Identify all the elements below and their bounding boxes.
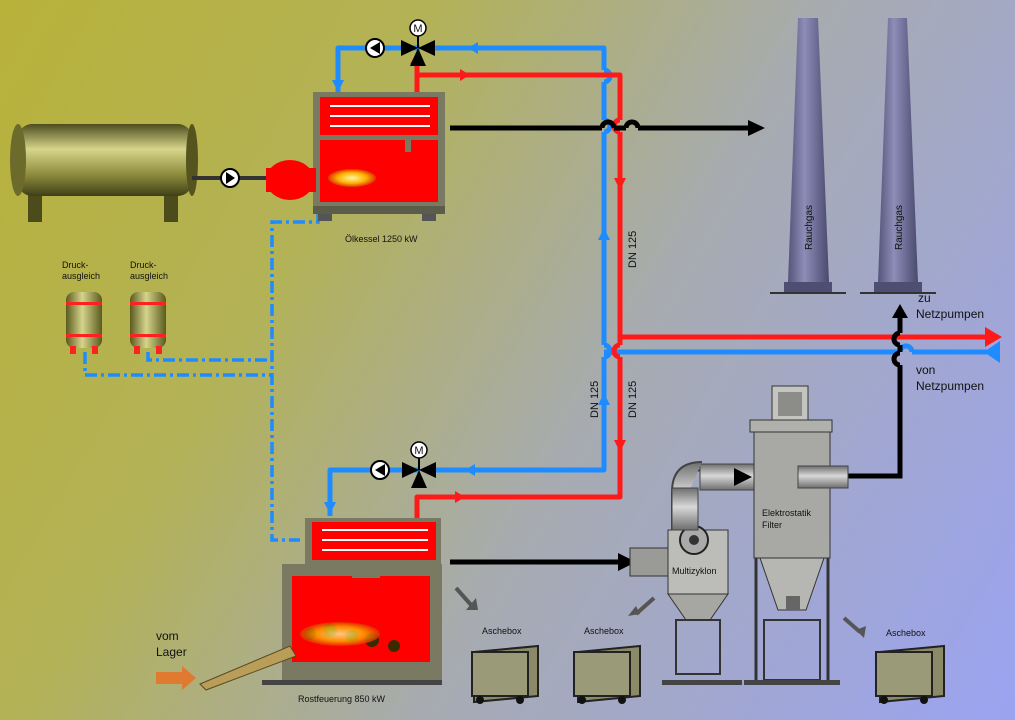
to-network-pumps-label-b: Netzpumpen — [916, 307, 984, 321]
flow-arrows — [324, 42, 626, 514]
motor-label-lower: M — [414, 445, 423, 457]
motor-label-upper: M — [413, 23, 422, 35]
grate-boiler — [156, 518, 442, 691]
multicyclone — [629, 461, 799, 685]
from-network-pumps-label-a: von — [916, 363, 935, 377]
ash-box-3 — [842, 616, 945, 704]
chimney-2-label: Rauchgas — [894, 205, 905, 250]
chimney-2 — [860, 18, 936, 294]
filter-label-a: Elektrostatik — [762, 508, 812, 518]
expansion-lines — [83, 212, 320, 542]
electrostatic-filter — [744, 385, 849, 685]
ash-box-1-label: Aschebox — [482, 626, 522, 636]
to-network-pumps-label-a: zu — [918, 291, 931, 305]
flue-gas-lines — [450, 119, 903, 565]
chimney-1 — [770, 18, 846, 294]
mixing-valve-lower: M — [402, 441, 436, 488]
chimney-1-label: Rauchgas — [804, 205, 815, 250]
from-storage-label-b: Lager — [156, 645, 187, 659]
ash-box-2-label: Aschebox — [584, 626, 624, 636]
from-network-pumps-label-b: Netzpumpen — [916, 379, 984, 393]
pressure-vessel-2-label-b: ausgleich — [130, 271, 168, 281]
filter-label-b: Filter — [762, 520, 782, 530]
mixing-valve-upper: M — [401, 19, 435, 66]
from-storage-label-a: vom — [156, 629, 179, 643]
dn-label-lower-left: DN 125 — [589, 381, 601, 418]
oil-boiler-label: Ölkessel 1250 kW — [345, 234, 418, 244]
pressure-vessel-2 — [130, 292, 166, 354]
oil-tank — [10, 124, 270, 222]
dn-label-lower-right: DN 125 — [627, 381, 639, 418]
oil-boiler — [266, 92, 445, 221]
pressure-vessel-1-label-a: Druck- — [62, 260, 89, 270]
grate-boiler-label: Rostfeuerung 850 kW — [298, 694, 386, 704]
ash-box-2 — [573, 596, 656, 704]
ash-box-3-label: Aschebox — [886, 628, 926, 638]
pressure-vessel-2-label-a: Druck- — [130, 260, 157, 270]
pump-lower — [370, 460, 390, 480]
pump-upper — [365, 38, 385, 58]
ash-box-1 — [454, 586, 539, 704]
pressure-vessel-1-label-b: ausgleich — [62, 271, 100, 281]
multicyclone-label: Multizyklon — [672, 566, 717, 576]
pressure-vessel-1 — [66, 292, 102, 354]
dn-label-upper: DN 125 — [627, 231, 639, 268]
